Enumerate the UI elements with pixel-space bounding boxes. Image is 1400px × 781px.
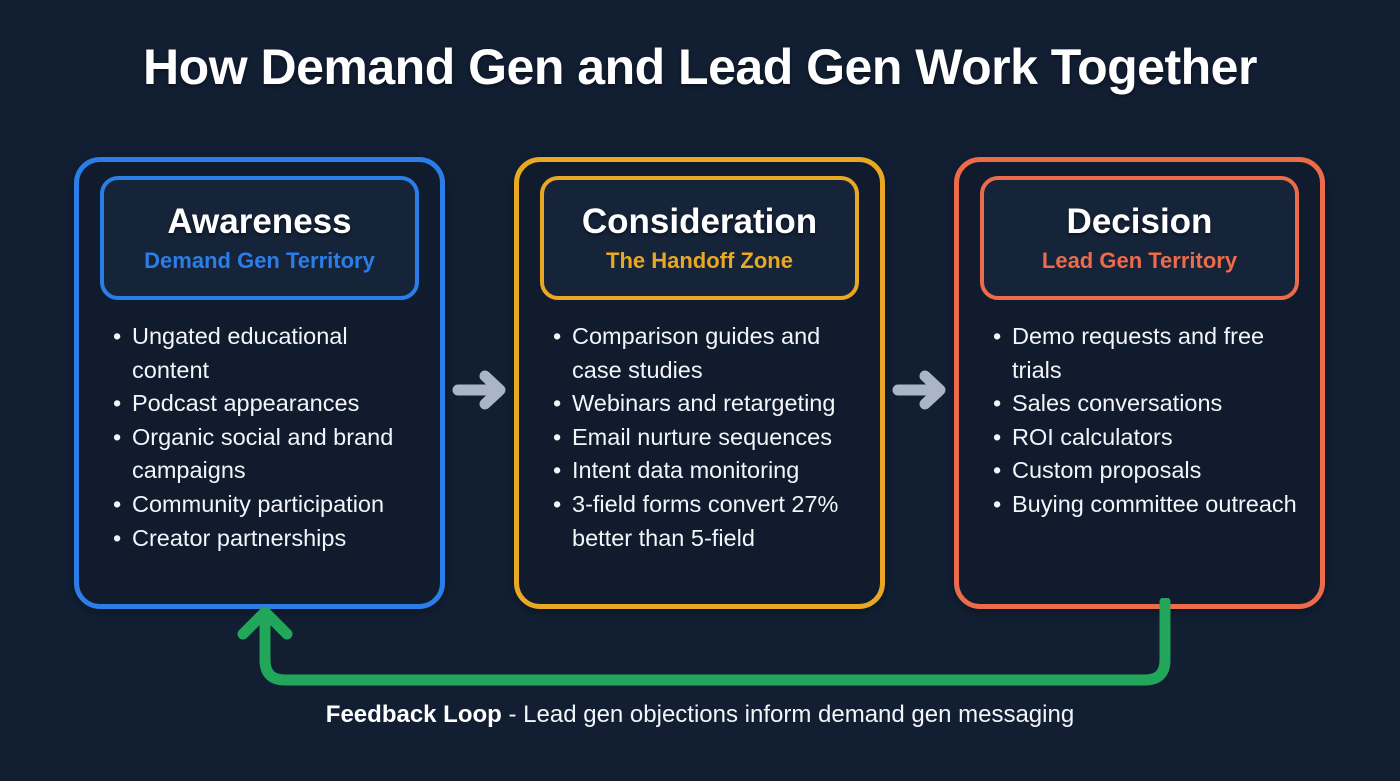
list-item: Ungated educational content	[113, 320, 430, 387]
list-item: ROI calculators	[993, 421, 1310, 455]
stage-subtitle: Lead Gen Territory	[1041, 248, 1238, 274]
list-item: Demo requests and free trials	[993, 320, 1310, 387]
list-item: Organic social and brand campaigns	[113, 421, 430, 488]
stage-header-decision: Decision Lead Gen Territory	[980, 176, 1299, 300]
list-item: Buying committee outreach	[993, 488, 1310, 522]
flow-arrow-right-icon	[892, 370, 946, 410]
list-item: 3-field forms convert 27% better than 5-…	[553, 488, 870, 555]
page-title: How Demand Gen and Lead Gen Work Togethe…	[143, 39, 1257, 95]
feedback-loop-arrow-icon	[237, 598, 1171, 686]
list-item: Sales conversations	[993, 387, 1310, 421]
feedback-loop-label: Feedback Loop	[325, 701, 502, 728]
flow-arrow-right-icon	[452, 370, 506, 410]
list-item: Webinars and retargeting	[553, 387, 870, 421]
list-item: Comparison guides and case studies	[553, 320, 870, 387]
stage-card-awareness: Awareness Demand Gen Territory Ungated e…	[74, 157, 445, 609]
stage-name: Decision	[1066, 201, 1213, 241]
list-item: Community participation	[113, 488, 430, 522]
stage-card-decision: Decision Lead Gen Territory Demo request…	[954, 157, 1325, 609]
stage-subtitle: The Handoff Zone	[606, 248, 793, 274]
stage-bullet-list-decision: Demo requests and free trials Sales conv…	[977, 320, 1310, 522]
list-item: Custom proposals	[993, 454, 1310, 488]
list-item: Intent data monitoring	[553, 454, 870, 488]
stage-name: Consideration	[581, 201, 818, 241]
stage-header-awareness: Awareness Demand Gen Territory	[100, 176, 419, 300]
stage-header-consideration: Consideration The Handoff Zone	[540, 176, 859, 300]
stage-card-consideration: Consideration The Handoff Zone Compariso…	[514, 157, 885, 609]
stage-subtitle: Demand Gen Territory	[144, 248, 375, 274]
feedback-loop-text: - Lead gen objections inform demand gen …	[501, 701, 1075, 728]
list-item: Creator partnerships	[113, 522, 430, 556]
list-item: Podcast appearances	[113, 387, 430, 421]
stage-bullet-list-awareness: Ungated educational content Podcast appe…	[97, 320, 430, 555]
list-item: Email nurture sequences	[553, 421, 870, 455]
stage-name: Awareness	[167, 201, 352, 241]
stage-bullet-list-consideration: Comparison guides and case studies Webin…	[537, 320, 870, 555]
feedback-loop-caption: Feedback Loop - Lead gen objections info…	[0, 701, 1400, 729]
